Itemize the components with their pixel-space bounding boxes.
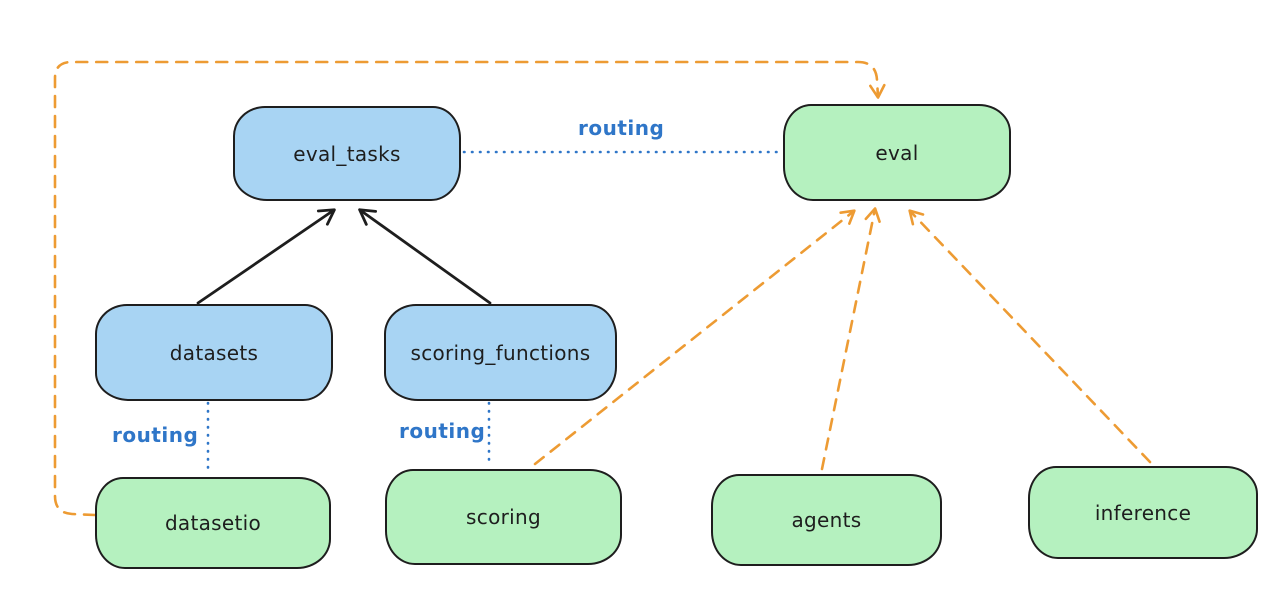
node-inference-label: inference — [1094, 500, 1192, 525]
edge-label-routing-mid: routing — [399, 419, 486, 443]
edge-datasets-to-eval-tasks — [196, 208, 336, 305]
node-datasetio-label: datasetio — [164, 511, 262, 535]
node-scoring-label: scoring — [466, 505, 541, 529]
node-datasetio: datasetio — [95, 477, 331, 569]
node-agents: agents — [711, 474, 942, 566]
node-eval-tasks-label: eval_tasks — [293, 141, 401, 166]
node-datasets-label: datasets — [169, 340, 259, 365]
node-agents-label: agents — [791, 508, 862, 532]
edge-label-routing-left: routing — [112, 423, 199, 447]
edge-scoring-functions-to-eval-tasks — [358, 208, 492, 305]
node-scoring: scoring — [385, 469, 622, 565]
edge-inference-to-eval — [908, 209, 1152, 464]
node-eval-label: eval — [875, 140, 919, 165]
edge-scoring-to-eval — [533, 209, 856, 466]
edge-agents-to-eval — [820, 207, 881, 471]
node-eval: eval — [783, 104, 1011, 201]
node-scoring-functions: scoring_functions — [384, 304, 617, 401]
edge-label-routing-top: routing — [578, 116, 665, 140]
node-eval-tasks: eval_tasks — [233, 106, 461, 201]
node-inference: inference — [1028, 466, 1258, 559]
node-scoring-functions-label: scoring_functions — [410, 340, 591, 365]
node-datasets: datasets — [95, 304, 333, 401]
edge-datasetio-to-eval — [53, 60, 886, 517]
